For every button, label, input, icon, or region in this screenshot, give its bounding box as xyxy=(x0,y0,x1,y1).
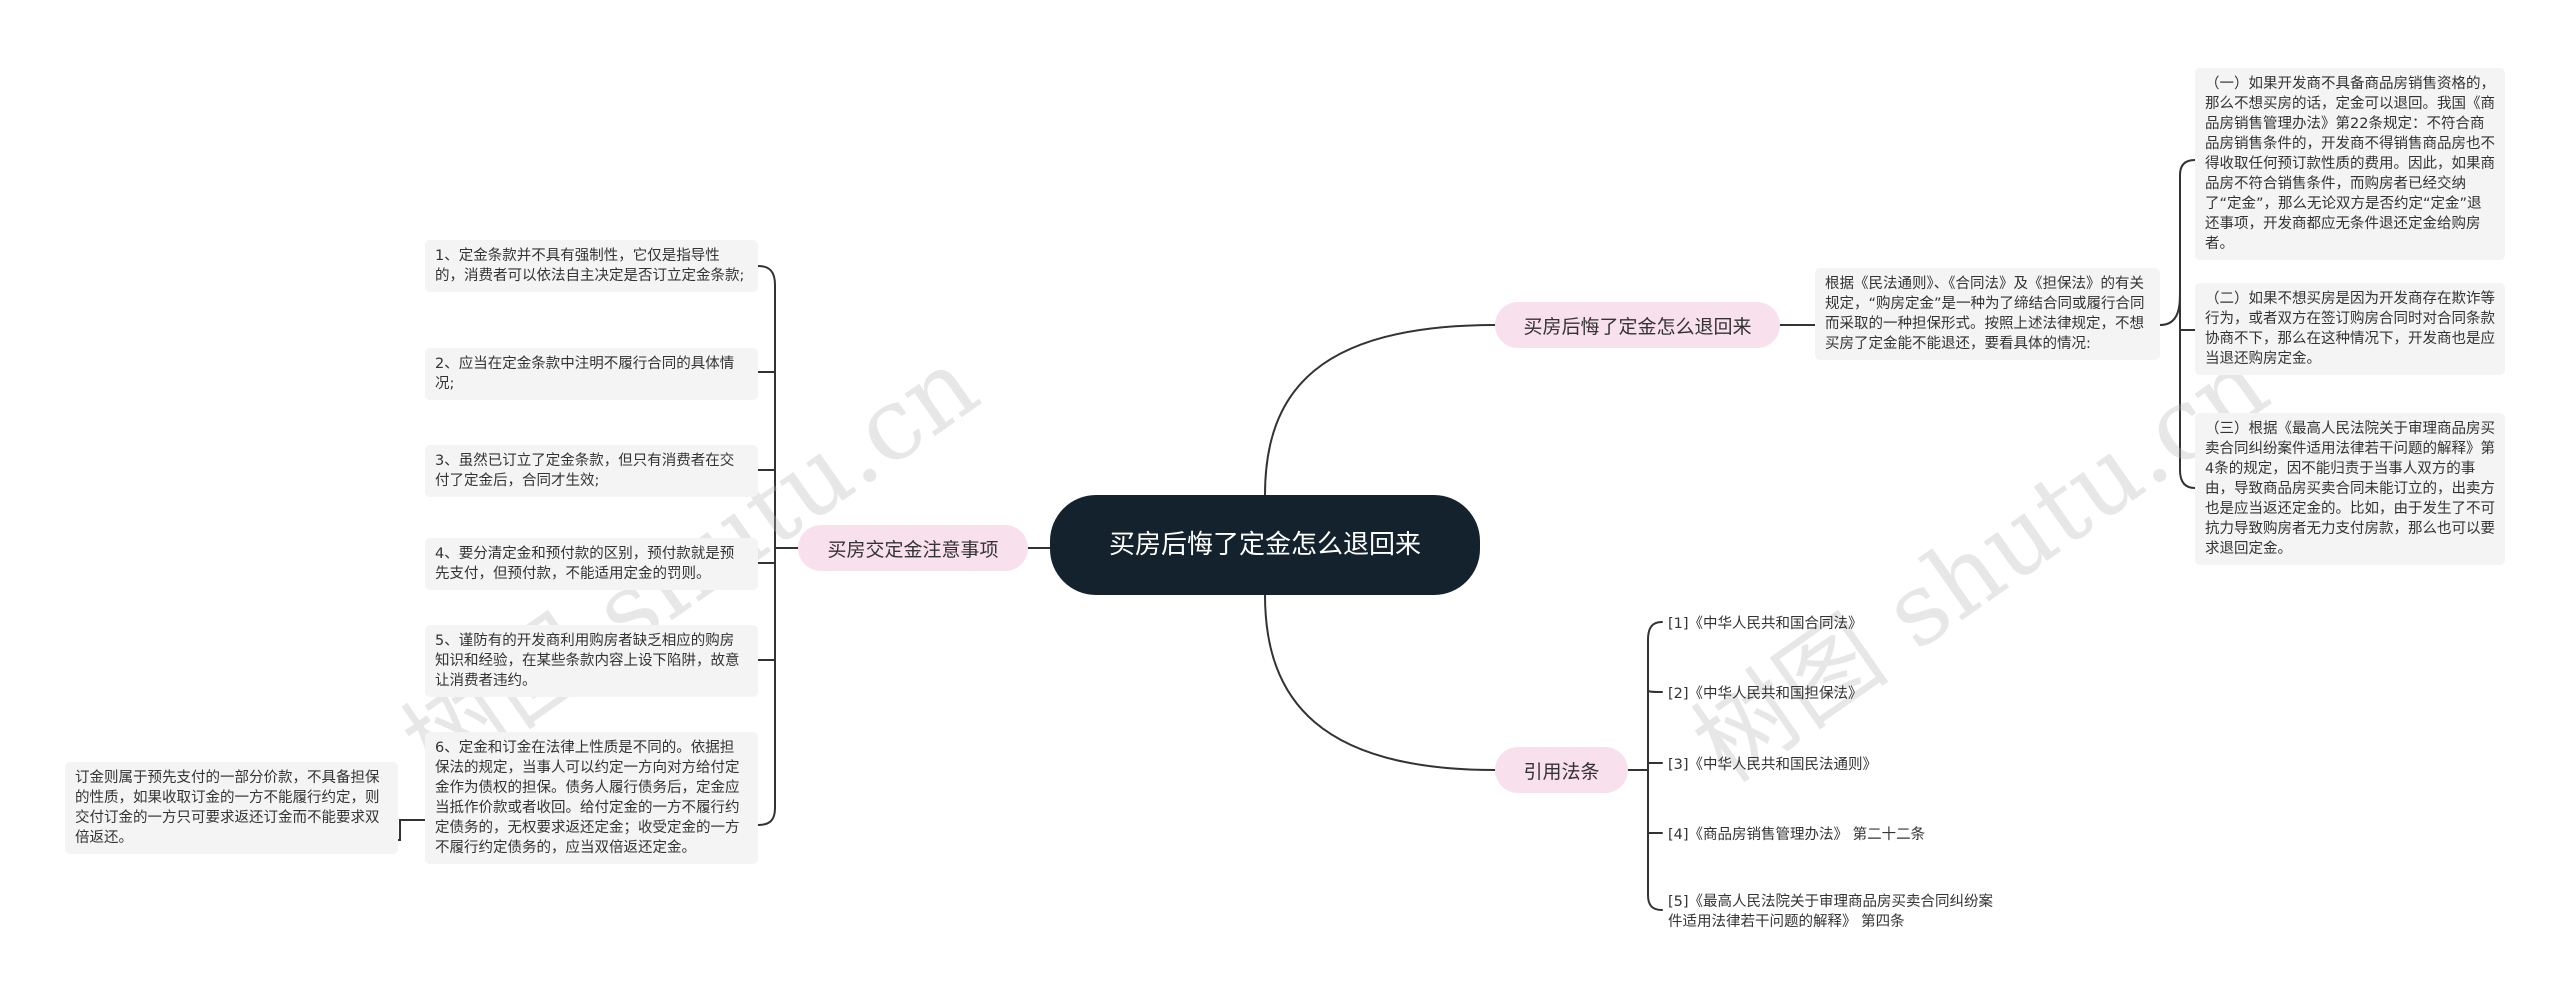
law-item-2[interactable]: [2]《中华人民共和国担保法》 xyxy=(1662,680,1869,708)
law-item-1-text: [1]《中华人民共和国合同法》 xyxy=(1668,616,1863,632)
edge-intro-items xyxy=(2159,159,2196,489)
law-item-4-text: [4]《商品房销售管理办法》 第二十二条 xyxy=(1668,827,1926,843)
law-item-5[interactable]: [5]《最高人民法院关于审理商品房买卖合同纠纷案件适用法律若干问题的解释》 第四… xyxy=(1662,888,2002,936)
note-item-4[interactable]: 4、要分清定金和预付款的区别，预付款就是预先支付，但预付款，不能适用定金的罚则。 xyxy=(425,538,758,590)
branch-notes[interactable]: 买房交定金注意事项 xyxy=(798,525,1028,571)
law-item-3[interactable]: [3]《中华人民共和国民法通则》 xyxy=(1662,751,1883,779)
law-item-4[interactable]: [4]《商品房销售管理办法》 第二十二条 xyxy=(1662,821,1931,849)
branch-refund[interactable]: 买房后悔了定金怎么退回来 xyxy=(1495,302,1780,348)
note-item-1-text: 1、定金条款并不具有强制性，它仅是指导性的，消费者可以依法自主决定是否订立定金条… xyxy=(435,248,745,284)
note-item-3-text: 3、虽然已订立了定金条款，但只有消费者在交付了定金后，合同才生效; xyxy=(435,453,735,489)
branch-refund-label: 买房后悔了定金怎么退回来 xyxy=(1523,315,1752,338)
refund-intro-text: 根据《民法通则》、《合同法》及《担保法》的有关规定，“购房定金”是一种为了缔结合… xyxy=(1825,276,2145,352)
note-item-2-text: 2、应当在定金条款中注明不履行合同的具体情况; xyxy=(435,356,735,392)
refund-item-1[interactable]: （一）如果开发商不具备商品房销售资格的，那么不想买房的话，定金可以退回。我国《商… xyxy=(2195,68,2505,260)
note-item-5-text: 5、谨防有的开发商利用购房者缺乏相应的购房知识和经验，在某些条款内容上设下陷阱，… xyxy=(435,633,740,689)
refund-item-3[interactable]: （三）根据《最高人民法院关于审理商品房买卖合同纠纷案件适用法律若干问题的解释》第… xyxy=(2195,413,2505,565)
note-item-6-text: 6、定金和订金在法律上性质是不同的。依据担保法的规定，当事人可以约定一方向对方给… xyxy=(435,740,740,856)
law-item-1[interactable]: [1]《中华人民共和国合同法》 xyxy=(1662,610,1869,638)
edge-root-laws xyxy=(1264,594,1496,771)
note-item-6[interactable]: 6、定金和订金在法律上性质是不同的。依据担保法的规定，当事人可以约定一方向对方给… xyxy=(425,732,758,864)
root-node[interactable]: 买房后悔了定金怎么退回来 xyxy=(1050,495,1480,595)
note-item-4-text: 4、要分清定金和预付款的区别，预付款就是预先支付，但预付款，不能适用定金的罚则。 xyxy=(435,546,735,582)
edge-item6-sub xyxy=(397,819,426,841)
edge-notes-items xyxy=(757,265,799,826)
law-item-3-text: [3]《中华人民共和国民法通则》 xyxy=(1668,757,1878,773)
note-item-6-sub-text: 订金则属于预先支付的一部分价款，不具备担保的性质，如果收取订金的一方不能履行约定… xyxy=(75,770,380,846)
branch-laws-label: 引用法条 xyxy=(1523,760,1600,783)
refund-item-3-text: （三）根据《最高人民法院关于审理商品房买卖合同纠纷案件适用法律若干问题的解释》第… xyxy=(2205,421,2495,557)
law-item-2-text: [2]《中华人民共和国担保法》 xyxy=(1668,686,1863,702)
branch-laws[interactable]: 引用法条 xyxy=(1495,747,1628,793)
law-item-5-text: [5]《最高人民法院关于审理商品房买卖合同纠纷案件适用法律若干问题的解释》 第四… xyxy=(1668,894,1994,930)
root-label: 买房后悔了定金怎么退回来 xyxy=(1108,530,1421,560)
note-item-1[interactable]: 1、定金条款并不具有强制性，它仅是指导性的，消费者可以依法自主决定是否订立定金条… xyxy=(425,240,758,292)
note-item-5[interactable]: 5、谨防有的开发商利用购房者缺乏相应的购房知识和经验，在某些条款内容上设下陷阱，… xyxy=(425,625,758,697)
refund-item-2[interactable]: （二）如果不想买房是因为开发商存在欺诈等行为，或者双方在签订购房合同时对合同条款… xyxy=(2195,283,2505,375)
edge-laws-items xyxy=(1627,621,1663,911)
branch-notes-label: 买房交定金注意事项 xyxy=(827,538,999,561)
note-item-6-sub[interactable]: 订金则属于预先支付的一部分价款，不具备担保的性质，如果收取订金的一方不能履行约定… xyxy=(65,762,398,854)
refund-item-1-text: （一）如果开发商不具备商品房销售资格的，那么不想买房的话，定金可以退回。我国《商… xyxy=(2205,76,2495,252)
refund-item-2-text: （二）如果不想买房是因为开发商存在欺诈等行为，或者双方在签订购房合同时对合同条款… xyxy=(2205,291,2495,367)
note-item-3[interactable]: 3、虽然已订立了定金条款，但只有消费者在交付了定金后，合同才生效; xyxy=(425,445,758,497)
note-item-2[interactable]: 2、应当在定金条款中注明不履行合同的具体情况; xyxy=(425,348,758,400)
edge-root-refund xyxy=(1264,324,1496,496)
refund-intro[interactable]: 根据《民法通则》、《合同法》及《担保法》的有关规定，“购房定金”是一种为了缔结合… xyxy=(1815,268,2160,360)
